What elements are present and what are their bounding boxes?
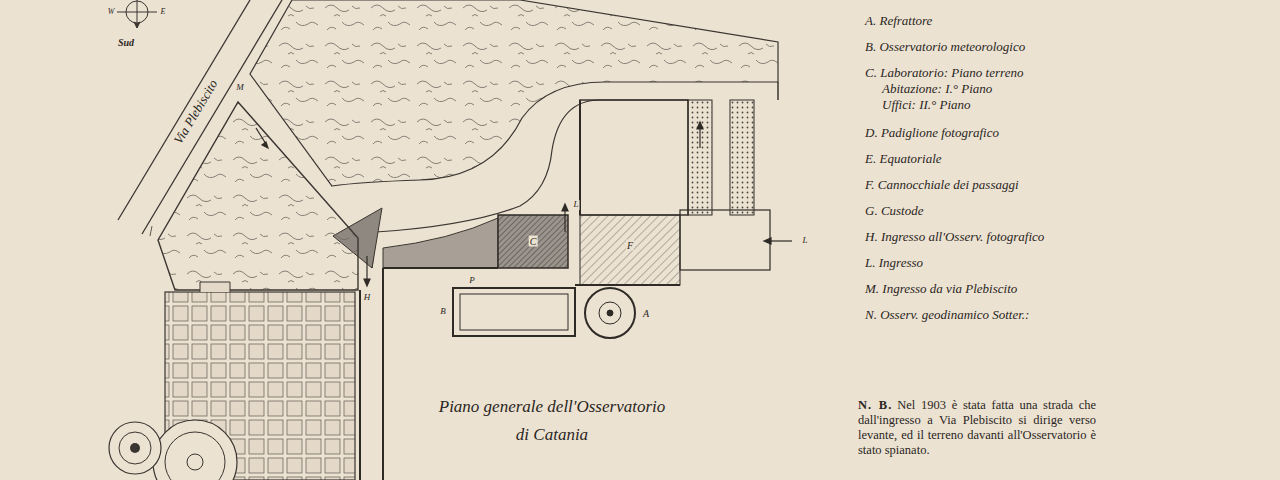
callout-letter: C — [529, 236, 538, 247]
arrows — [256, 122, 792, 286]
callout-letter: L — [801, 236, 808, 246]
callout-letter: F — [626, 240, 634, 251]
note-text: Nel 1903 è stata fatta una strada che da… — [858, 398, 1096, 457]
legend-entry: E. Equatoriale — [865, 152, 942, 166]
legend-entry: H. Ingresso all'Osserv. fotografico — [865, 230, 1044, 244]
strip-garden — [730, 100, 754, 215]
front-lawn — [383, 218, 498, 268]
compass-letter: W — [107, 8, 116, 17]
compass-letter: E — [160, 8, 167, 17]
legend-entry: L. Ingresso — [865, 256, 923, 270]
map-title: Piano generale dell'Osservatorio di Cata… — [435, 393, 669, 449]
compass — [117, 0, 157, 28]
court — [580, 100, 688, 215]
callout-letter: L — [572, 200, 579, 210]
callout-letter: P — [468, 276, 476, 286]
legend-entry: A. Refrattore — [865, 14, 932, 28]
refractor-dome — [585, 288, 635, 338]
legend-entry: Uffici: II.° Piano — [882, 98, 971, 112]
building-l — [680, 210, 770, 270]
note: N. B.Nel 1903 è stata fatta una strada c… — [858, 398, 1096, 458]
legend-entry: G. Custode — [865, 204, 924, 218]
legend-entry: N. Osserv. geodinamico Sotter.: — [865, 308, 1029, 322]
strip-garden — [688, 100, 712, 215]
building-c — [498, 215, 568, 268]
callout-letter: H — [363, 293, 372, 303]
legend-entry: B. Osservatorio meteorologico — [865, 40, 1025, 54]
formal-garden — [109, 282, 355, 480]
compass-letter: Sud — [117, 37, 135, 48]
legend-entry: D. Padiglione fotografico — [865, 126, 999, 140]
legend-entry: Abitazione: I.° Piano — [882, 82, 992, 96]
building-f — [580, 215, 680, 285]
building-b — [453, 288, 575, 336]
callout-letter: M — [235, 83, 245, 93]
walls — [360, 100, 680, 480]
street-name: Via Plebiscito — [171, 76, 222, 147]
legend-entry: C. Laboratorio: Piano terreno — [865, 66, 1023, 80]
wall — [777, 82, 778, 100]
legend-entry: M. Ingresso da via Plebiscito — [865, 282, 1017, 296]
callout-letter: B — [439, 307, 447, 317]
legend-entry: F. Cannocchiale dei passaggi — [865, 178, 1019, 192]
note-heading: N. B. — [858, 398, 892, 412]
callout-letter: A — [642, 308, 650, 319]
